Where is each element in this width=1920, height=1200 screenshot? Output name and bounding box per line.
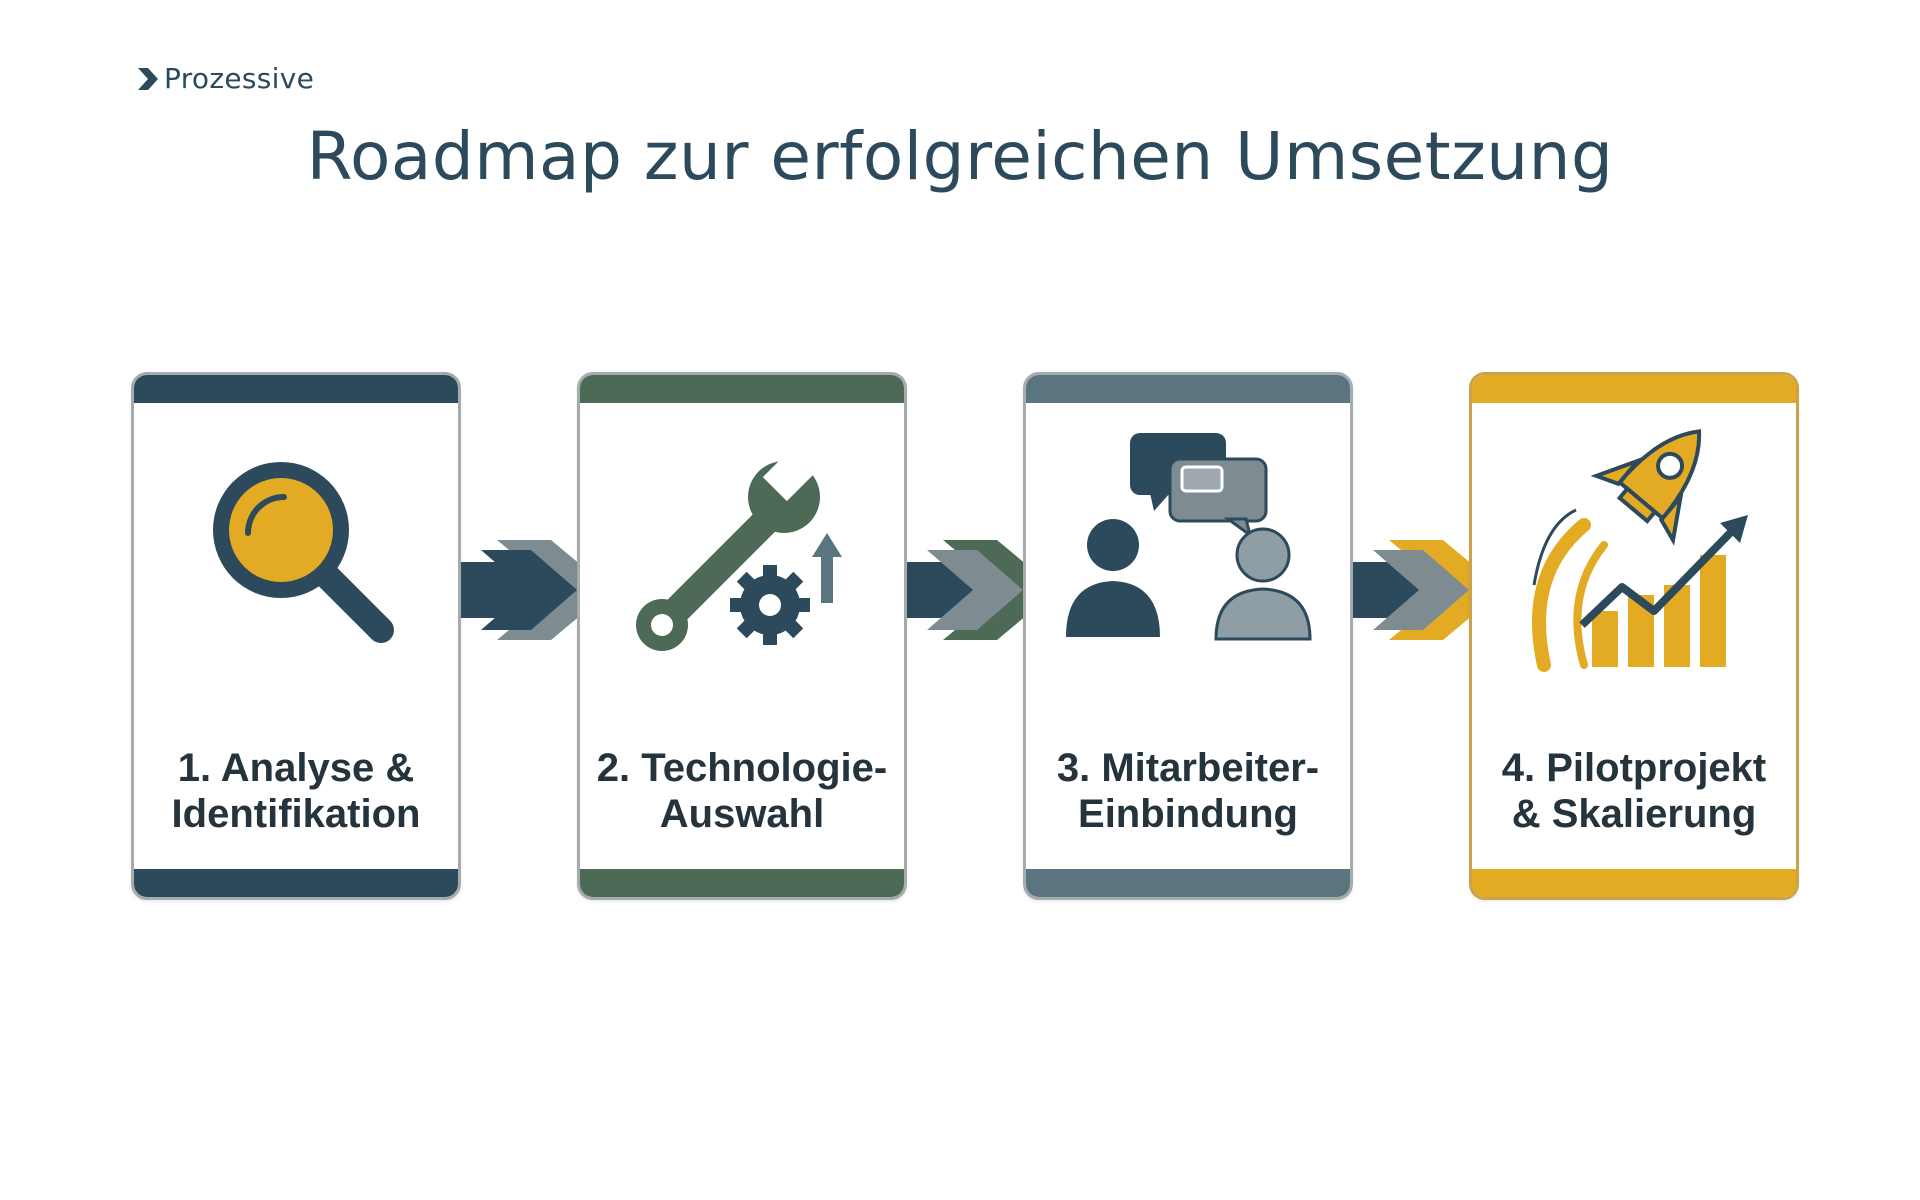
step-label: 2. Technologie- Auswahl	[596, 746, 888, 836]
step-label: 1. Analyse & Identifikation	[171, 746, 421, 836]
brand-logo: Prozessive	[134, 62, 314, 95]
step-card-mitarbeiter: 3. Mitarbeiter- Einbindung	[1023, 372, 1353, 900]
page-title: Roadmap zur erfolgreichen Umsetzung	[306, 118, 1614, 195]
chevron-arrow-icon	[1353, 540, 1503, 640]
step-label: 4. Pilotprojekt & Skalierung	[1501, 746, 1767, 836]
step-bar-bottom	[1472, 869, 1796, 897]
step-bar-bottom	[580, 869, 904, 897]
step-bar-top	[1472, 375, 1796, 403]
step-label: 3. Mitarbeiter- Einbindung	[1056, 746, 1320, 836]
arrow-connector-3	[1353, 540, 1503, 640]
step-card-pilotprojekt: 4. Pilotprojekt & Skalierung	[1469, 372, 1799, 900]
step-bar-top	[134, 375, 458, 403]
step-bar-bottom	[1026, 869, 1350, 897]
step-bar-top	[580, 375, 904, 403]
step-card-technologie: 2. Technologie- Auswahl	[577, 372, 907, 900]
people-chat-icon	[1066, 433, 1312, 641]
rocket-growth-icon	[1532, 429, 1748, 672]
step-bar-top	[1026, 375, 1350, 403]
wrench-gear-icon	[636, 448, 842, 651]
step-bar-bottom	[134, 869, 458, 897]
brand-name: Prozessive	[164, 62, 315, 95]
chevron-right-icon	[138, 67, 158, 90]
magnifier-icon	[213, 462, 394, 643]
step-card-analyse: 1. Analyse & Identifikation	[131, 372, 461, 900]
